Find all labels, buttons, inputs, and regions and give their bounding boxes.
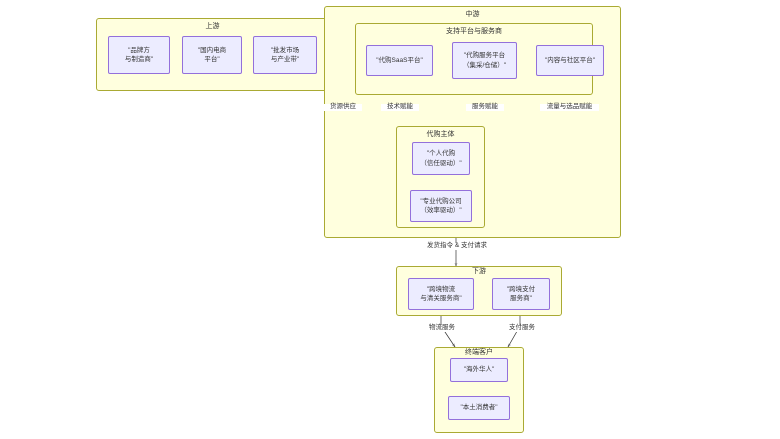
node-line: "品牌方: [128, 46, 150, 54]
node-line: "跨境支付: [506, 285, 536, 293]
cluster-label-downstream: 下游: [472, 268, 486, 275]
cluster-label-end-customers: 终端客户: [465, 349, 493, 356]
node-content-community-platform[interactable]: "内容与社区平台": [536, 45, 604, 76]
node-line: 平台": [204, 56, 220, 63]
edge-label-service-empowerment: 服务赋能: [466, 103, 504, 111]
node-cross-border-payment[interactable]: "跨境支付 服务商": [492, 278, 550, 310]
node-overseas-chinese[interactable]: "海外华人": [450, 358, 508, 382]
edge-label-shipping-payment-request: 发货指令 & 支付请求: [406, 242, 508, 250]
cluster-label-support-platforms: 支持平台与服务商: [446, 28, 502, 35]
node-line: "代购服务平台: [463, 52, 506, 60]
node-line: "批发市场: [270, 46, 300, 54]
node-wholesale-market[interactable]: "批发市场 与产业带": [253, 36, 317, 74]
node-saas-platform[interactable]: "代购SaaS平台": [366, 45, 433, 76]
node-line: "专业代购公司: [420, 197, 462, 205]
cluster-label-midstream: 中游: [465, 11, 480, 18]
node-line: "海外华人": [463, 366, 495, 374]
edge-label-tech-empowerment: 技术赋能: [381, 103, 419, 111]
node-line: 与产业带": [270, 56, 300, 63]
node-line: 服务商": [510, 295, 532, 302]
node-line: "本土消费者": [460, 404, 498, 412]
node-line: "国内电商: [197, 46, 227, 54]
node-line: （集采/仓储）": [462, 61, 507, 69]
node-line: "跨境物流: [426, 285, 456, 293]
node-line: "内容与社区平台": [544, 56, 596, 64]
node-local-consumer[interactable]: "本土消费者": [448, 396, 510, 420]
node-line: 与制造商": [124, 56, 154, 63]
node-line: "个人代购: [426, 150, 456, 158]
edge-label-traffic-selection-empowerment: 流量与选品赋能: [540, 103, 599, 111]
edge-label-logistics-service: 物流服务: [423, 324, 461, 332]
edge-label-payment-service: 支付服务: [503, 324, 541, 332]
edge-label-supply-of-goods: 货源供应: [324, 103, 362, 111]
node-brand-manufacturer[interactable]: "品牌方 与制造商": [108, 36, 170, 74]
node-line: （信任驱动）": [420, 159, 462, 167]
node-cross-border-logistics[interactable]: "跨境物流 与清关服务商": [408, 278, 474, 310]
cluster-label-upstream: 上游: [205, 23, 220, 30]
node-line: "代购SaaS平台": [376, 56, 423, 64]
node-line: 与清关服务商": [420, 295, 462, 302]
node-individual-daigou[interactable]: "个人代购 （信任驱动）": [412, 142, 470, 175]
node-domestic-ecommerce[interactable]: "国内电商 平台": [182, 36, 242, 74]
node-line: （效率驱动）": [420, 207, 462, 214]
node-professional-daigou[interactable]: "专业代购公司 （效率驱动）": [410, 190, 472, 222]
cluster-label-daigou-entities: 代购主体: [426, 131, 455, 138]
node-daigou-service-platform[interactable]: "代购服务平台 （集采/仓储）": [452, 42, 517, 79]
